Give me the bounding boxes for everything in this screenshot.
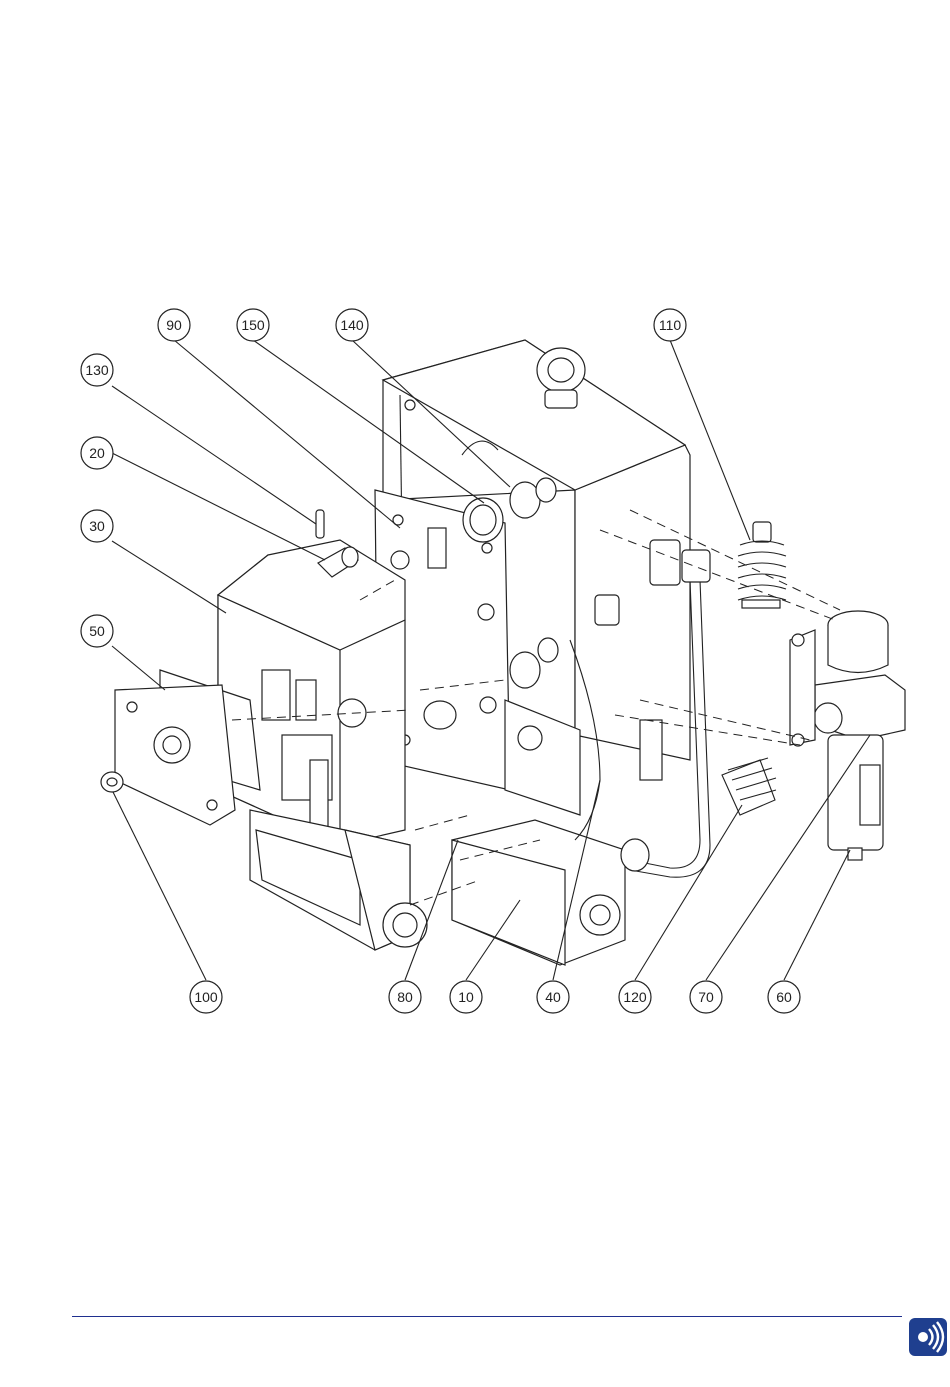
callout-label: 60 — [776, 989, 792, 1005]
callout-label: 130 — [85, 362, 109, 378]
callout-label: 100 — [194, 989, 218, 1005]
callout-label: 20 — [89, 445, 105, 461]
callout-label: 10 — [458, 989, 474, 1005]
callout-10: 10 — [450, 981, 482, 1013]
callout-label: 110 — [659, 317, 682, 333]
callout-label: 30 — [89, 518, 105, 534]
callout-90: 90 — [158, 309, 190, 341]
callout-30: 30 — [81, 510, 113, 542]
callout-20: 20 — [81, 437, 113, 469]
callout-40: 40 — [537, 981, 569, 1013]
callout-label: 150 — [241, 317, 265, 333]
brand-logo — [909, 1318, 947, 1356]
callout-50: 50 — [81, 615, 113, 647]
sound-waves-icon — [909, 1318, 947, 1356]
filter-element — [722, 758, 776, 815]
callout-label: 140 — [340, 317, 364, 333]
callout-60: 60 — [768, 981, 800, 1013]
callout-label: 50 — [89, 623, 105, 639]
lower-housing — [452, 820, 625, 965]
callout-120: 120 — [619, 981, 651, 1013]
callout-70: 70 — [690, 981, 722, 1013]
callout-label: 40 — [545, 989, 561, 1005]
callout-140: 140 — [336, 309, 368, 341]
callout-130: 130 — [81, 354, 113, 386]
callout-100: 100 — [190, 981, 222, 1013]
callout-label: 70 — [698, 989, 714, 1005]
callout-label: 90 — [166, 317, 182, 333]
callout-label: 120 — [623, 989, 647, 1005]
filter-regulator — [790, 611, 905, 860]
callout-80: 80 — [389, 981, 421, 1013]
knob — [101, 772, 123, 792]
mounting-bracket — [505, 638, 580, 815]
callout-label: 80 — [397, 989, 413, 1005]
callout-110: 110 — [654, 309, 686, 341]
control-module — [218, 540, 405, 845]
footer-rule — [72, 1316, 902, 1317]
callout-150: 150 — [237, 309, 269, 341]
